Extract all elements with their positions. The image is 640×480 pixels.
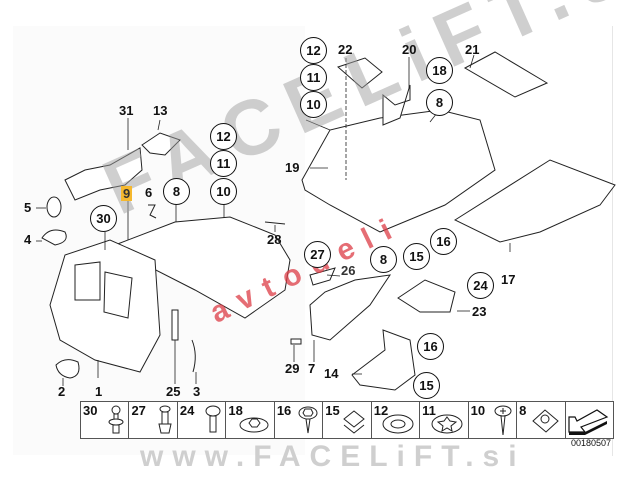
part-2-cap — [55, 359, 80, 379]
callout-circle-12: 12 — [210, 123, 237, 150]
callout-13: 13 — [153, 103, 168, 118]
callout-circle-8: 8 — [163, 178, 190, 205]
legend-cell-11[interactable]: 11 — [420, 402, 469, 438]
plastic-rivet-icon — [158, 405, 172, 434]
callout-circle-16: 16 — [430, 228, 457, 255]
callout-14: 14 — [324, 366, 339, 381]
part-19-tunnel-shield — [301, 109, 496, 233]
callout-17: 17 — [501, 272, 516, 287]
watermark-footer: www.FACELiFT.si — [140, 440, 526, 473]
callout-4: 4 — [24, 232, 32, 247]
part-22-cover — [337, 57, 383, 89]
leader-lines — [36, 54, 511, 386]
reference-code: 00180507 — [571, 438, 612, 448]
part-23-bracket — [397, 279, 456, 313]
legend-cell-10[interactable]: 10 — [469, 402, 518, 438]
part-4-cap — [41, 229, 67, 246]
callout-7: 7 — [308, 361, 316, 376]
part-31-duct — [64, 147, 143, 201]
part-17-rear-shield — [453, 159, 616, 243]
callout-circle-10: 10 — [210, 178, 237, 205]
callout-5: 5 — [24, 200, 32, 215]
front-underbody-shield — [113, 216, 291, 319]
callout-20: 20 — [402, 42, 417, 57]
callout-circle-16: 16 — [417, 333, 444, 360]
page-divider — [612, 26, 613, 456]
callout-circle-8: 8 — [426, 89, 453, 116]
callout-circle-24: 24 — [467, 272, 494, 299]
legend-cell-27[interactable]: 27 — [129, 402, 178, 438]
expanding-rivet-icon — [108, 405, 124, 434]
callout-circle-15: 15 — [403, 243, 430, 270]
part-20-bracket — [382, 84, 411, 126]
callout-26: 26 — [341, 263, 356, 278]
part-25-strip — [171, 309, 179, 341]
push-rivet-icon — [205, 405, 221, 433]
part-3-hose — [191, 339, 196, 373]
callout-circle-11: 11 — [300, 64, 327, 91]
fastener-legend: 30 27 24 18 16 15 12 11 10 8 — [80, 401, 614, 439]
callout-25: 25 — [166, 384, 181, 399]
washer-icon — [382, 414, 414, 434]
hex-nut-washer-icon — [239, 417, 269, 433]
callout-31: 31 — [119, 103, 134, 118]
legend-cell-24[interactable]: 24 — [178, 402, 227, 438]
part-5-ring — [46, 196, 62, 218]
callout-3: 3 — [193, 384, 201, 399]
clip-nut-icon — [531, 409, 559, 433]
callout-22: 22 — [338, 42, 353, 57]
phillips-screw-icon — [494, 405, 512, 436]
callout-29: 29 — [285, 361, 300, 376]
callout-6: 6 — [145, 185, 153, 200]
callout-2: 2 — [58, 384, 66, 399]
callout-circle-30: 30 — [90, 205, 117, 232]
callout-9-highlighted[interactable]: 9 — [121, 186, 133, 201]
part-14-arch-shield — [351, 329, 416, 391]
legend-cell-15[interactable]: 15 — [323, 402, 372, 438]
hex-screw-collar-icon — [298, 406, 318, 434]
callout-circle-15: 15 — [413, 372, 440, 399]
callout-21: 21 — [465, 42, 480, 57]
legend-cell-12[interactable]: 12 — [372, 402, 421, 438]
part-7-side-shield — [309, 274, 392, 341]
callout-circle-12: 12 — [300, 37, 327, 64]
legend-cell-30[interactable]: 30 — [81, 402, 130, 438]
legend-cell-8[interactable]: 8 — [517, 402, 566, 438]
legend-cell-16[interactable]: 16 — [275, 402, 324, 438]
part-26-bracket — [309, 267, 336, 286]
callout-circle-18: 18 — [426, 57, 453, 84]
part-21-cover — [463, 51, 549, 98]
callout-circle-8: 8 — [370, 246, 397, 273]
callout-28: 28 — [267, 232, 282, 247]
callout-19: 19 — [285, 160, 300, 175]
star-washer-icon — [431, 414, 463, 434]
callout-23: 23 — [472, 304, 487, 319]
direction-arrow-icon — [568, 409, 609, 435]
legend-cell-18[interactable]: 18 — [226, 402, 275, 438]
part-13-cover — [141, 132, 181, 156]
spring-nut-icon — [342, 410, 365, 434]
part-29-clip — [290, 338, 302, 345]
part-28-clip — [264, 221, 286, 225]
callout-circle-10: 10 — [300, 91, 327, 118]
callout-1: 1 — [95, 384, 103, 399]
part-6-bracket — [148, 204, 157, 219]
callout-circle-27: 27 — [304, 241, 331, 268]
callout-circle-11: 11 — [210, 150, 237, 177]
legend-cell-arrow[interactable] — [566, 402, 613, 438]
